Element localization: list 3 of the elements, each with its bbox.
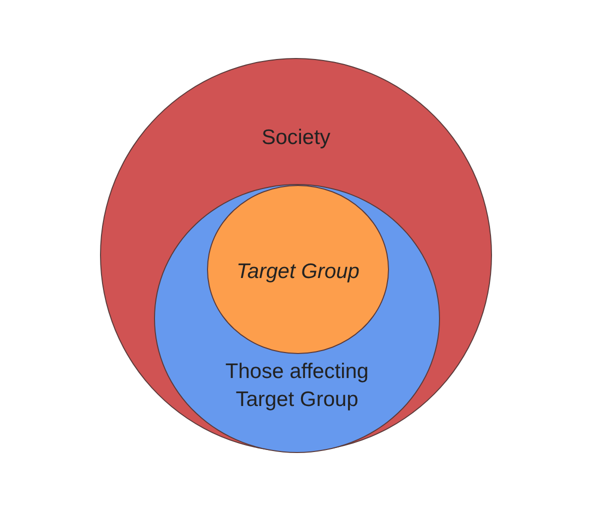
ellipse-label: Society <box>260 125 332 151</box>
ellipse-label: Target Group <box>236 259 360 285</box>
ellipse-label: Those affecting Target Group <box>224 359 370 413</box>
